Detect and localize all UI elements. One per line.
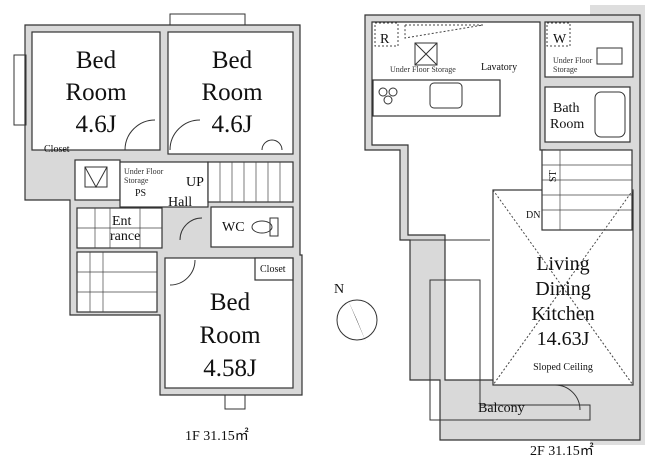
bedroom-bottom-size: 4.58J bbox=[203, 355, 257, 382]
compass-north: N bbox=[334, 282, 344, 297]
bedroom-right-line2: Room bbox=[201, 79, 263, 106]
entrance-tile bbox=[76, 251, 158, 313]
lavatory bbox=[544, 21, 634, 78]
up-label: UP bbox=[186, 175, 204, 190]
st-label: ST bbox=[548, 170, 559, 182]
balcony-rail bbox=[429, 279, 591, 421]
stair-treads-1f bbox=[219, 162, 281, 202]
under-floor-storage-1f bbox=[74, 159, 121, 201]
north-arrow-icon bbox=[348, 300, 366, 342]
bedroom-right bbox=[167, 31, 294, 155]
door-swings-2f bbox=[402, 239, 581, 411]
sloped-ceiling-lines bbox=[492, 189, 634, 386]
storage-hatch-2f bbox=[414, 42, 438, 66]
sloped-ceiling-label: Sloped Ceiling bbox=[533, 362, 593, 373]
entrance-label-2: rance bbox=[110, 229, 140, 244]
closet-top-label: Closet bbox=[44, 144, 70, 155]
bath-label-2: Room bbox=[550, 117, 584, 132]
lavatory-label: Lavatory bbox=[481, 62, 517, 73]
closet-bottom-label: Closet bbox=[260, 264, 286, 275]
stairs-2f bbox=[541, 149, 633, 231]
closet-bottom bbox=[254, 257, 294, 281]
under-floor-label-2: Storage bbox=[124, 176, 149, 185]
compass-ring bbox=[336, 299, 378, 341]
ldk-label-2: Dining bbox=[535, 278, 591, 300]
bathtub-icon bbox=[594, 91, 626, 138]
entrance-label-1: Ent bbox=[112, 214, 132, 229]
ldk-label-3: Kitchen bbox=[531, 303, 594, 325]
w-label: W bbox=[553, 32, 567, 47]
window-bottom bbox=[224, 394, 246, 410]
balcony-label: Balcony bbox=[478, 401, 525, 416]
bedroom-bottom-line2: Room bbox=[199, 322, 261, 349]
hall bbox=[119, 161, 209, 208]
wc-label: WC bbox=[222, 220, 245, 235]
bath-label-1: Bath bbox=[553, 101, 579, 116]
floor1-area: 1F 31.15㎡ bbox=[185, 428, 249, 444]
entrance-grid bbox=[77, 208, 162, 312]
floor2-area: 2F 31.15㎡ bbox=[530, 443, 594, 459]
door-swings-1f bbox=[124, 119, 283, 286]
window-top bbox=[169, 13, 246, 26]
bedroom-left-line2: Room bbox=[65, 79, 127, 106]
bedroom-left-line1: Bed bbox=[76, 47, 117, 74]
hall-label: Hall bbox=[168, 195, 192, 210]
ldk-label-1: Living bbox=[536, 253, 589, 275]
washer-space bbox=[546, 22, 571, 47]
dn-label: DN bbox=[526, 210, 540, 221]
ps-label: PS bbox=[135, 188, 146, 199]
bedroom-bottom-line1: Bed bbox=[210, 289, 251, 316]
sink-icon bbox=[429, 82, 463, 109]
bath-room bbox=[544, 86, 631, 143]
under-floor-right-label-1: Under Floor bbox=[553, 56, 593, 65]
stair-treads-2f bbox=[542, 150, 632, 230]
stove-icon bbox=[378, 87, 388, 97]
refrigerator-space bbox=[374, 22, 399, 47]
bedroom-right-line1: Bed bbox=[212, 47, 253, 74]
ldk-size: 14.63J bbox=[537, 328, 590, 350]
window-bay bbox=[13, 54, 27, 126]
under-floor-label-1: Under Floor bbox=[124, 167, 164, 176]
bedroom-right-size: 4.6J bbox=[212, 111, 253, 138]
under-floor-left-label: Under Floor Storage bbox=[390, 65, 456, 74]
floor-1f: Bed Room 4.6J Bed Room 4.6J Bed Room 4.5… bbox=[13, 13, 303, 444]
compass: N bbox=[334, 282, 378, 342]
toilet-icon bbox=[251, 220, 273, 234]
under-floor-right-label-2: Storage bbox=[553, 65, 578, 74]
kitchen-counter bbox=[372, 79, 501, 117]
stairs-1f bbox=[207, 161, 294, 203]
r-label: R bbox=[380, 32, 390, 47]
bedroom-left-size: 4.6J bbox=[76, 111, 117, 138]
floor-2f: R W Under Floor Storage Lavatory Under F… bbox=[364, 5, 645, 459]
bedroom-left bbox=[31, 31, 161, 151]
